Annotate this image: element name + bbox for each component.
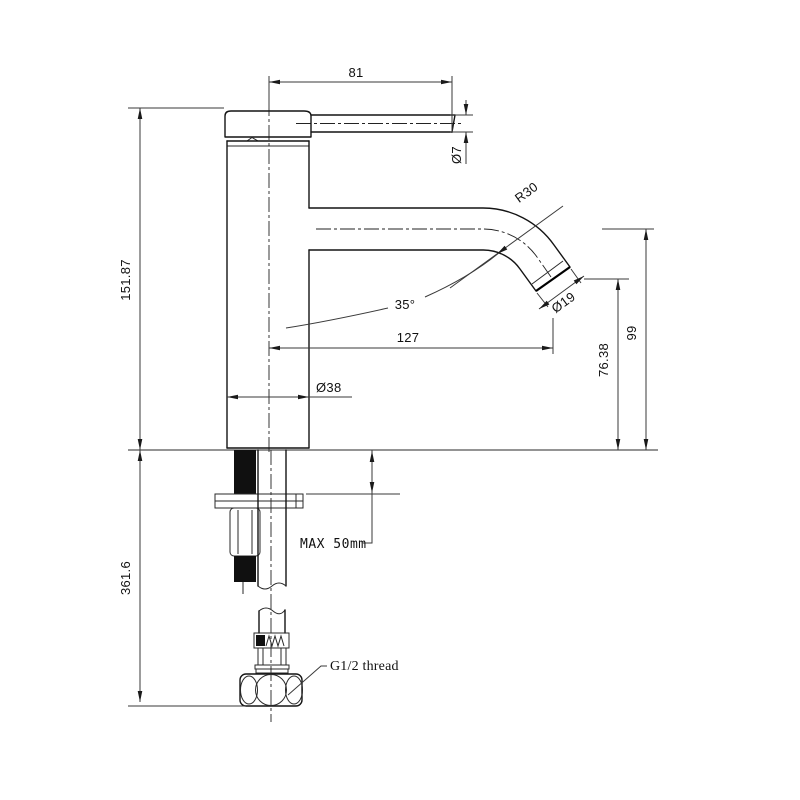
- handle-cap: [224, 110, 312, 138]
- handle-lever: [310, 114, 456, 133]
- mounting-washer-plate: [214, 493, 304, 509]
- threaded-stud-upper: [234, 450, 256, 494]
- mounting-assembly: [214, 450, 304, 594]
- dim-overall-height-label: 361.6: [118, 561, 133, 595]
- dim-handle-tip-diameter-label: Ø7: [449, 146, 464, 164]
- dim-outlet-diameter-label: Ø19: [549, 289, 578, 316]
- dim-bend-radius-label: R30: [512, 179, 541, 206]
- dim-centerline-height-label: 99: [624, 325, 639, 340]
- dim-outlet-angle-label: 35°: [395, 297, 416, 312]
- label-inlet-thread: G1/2 thread: [330, 659, 399, 674]
- spout-outlet-face: [535, 266, 571, 292]
- centerlines: [268, 101, 552, 722]
- hose-crimp-collar: [253, 632, 290, 649]
- dim-spout-reach-label: 127: [397, 330, 420, 345]
- dimension-labels: 81 Ø7 151.87 361.6 Ø38 127 76.38 99 R30 …: [118, 65, 639, 674]
- dim-deck-to-top-height-label: 151.87: [118, 259, 133, 301]
- faucet-outline: [224, 110, 571, 449]
- hose-hex-nut: [239, 673, 303, 707]
- dim-handle-length-label: 81: [348, 65, 363, 80]
- dimension-arrows: [137, 79, 649, 702]
- dim-body-diameter-label: Ø38: [316, 380, 341, 395]
- spout: [308, 207, 571, 292]
- supply-hose: [239, 449, 303, 707]
- faucet-body: [226, 140, 310, 449]
- dim-outlet-height-label: 76.38: [596, 343, 611, 377]
- label-max-counter-thickness: MAX 50mm: [300, 537, 367, 552]
- threaded-stud-lower: [234, 556, 256, 582]
- hose-connector: [254, 647, 290, 674]
- mounting-nut: [229, 507, 261, 557]
- dimension-lines: [128, 76, 654, 707]
